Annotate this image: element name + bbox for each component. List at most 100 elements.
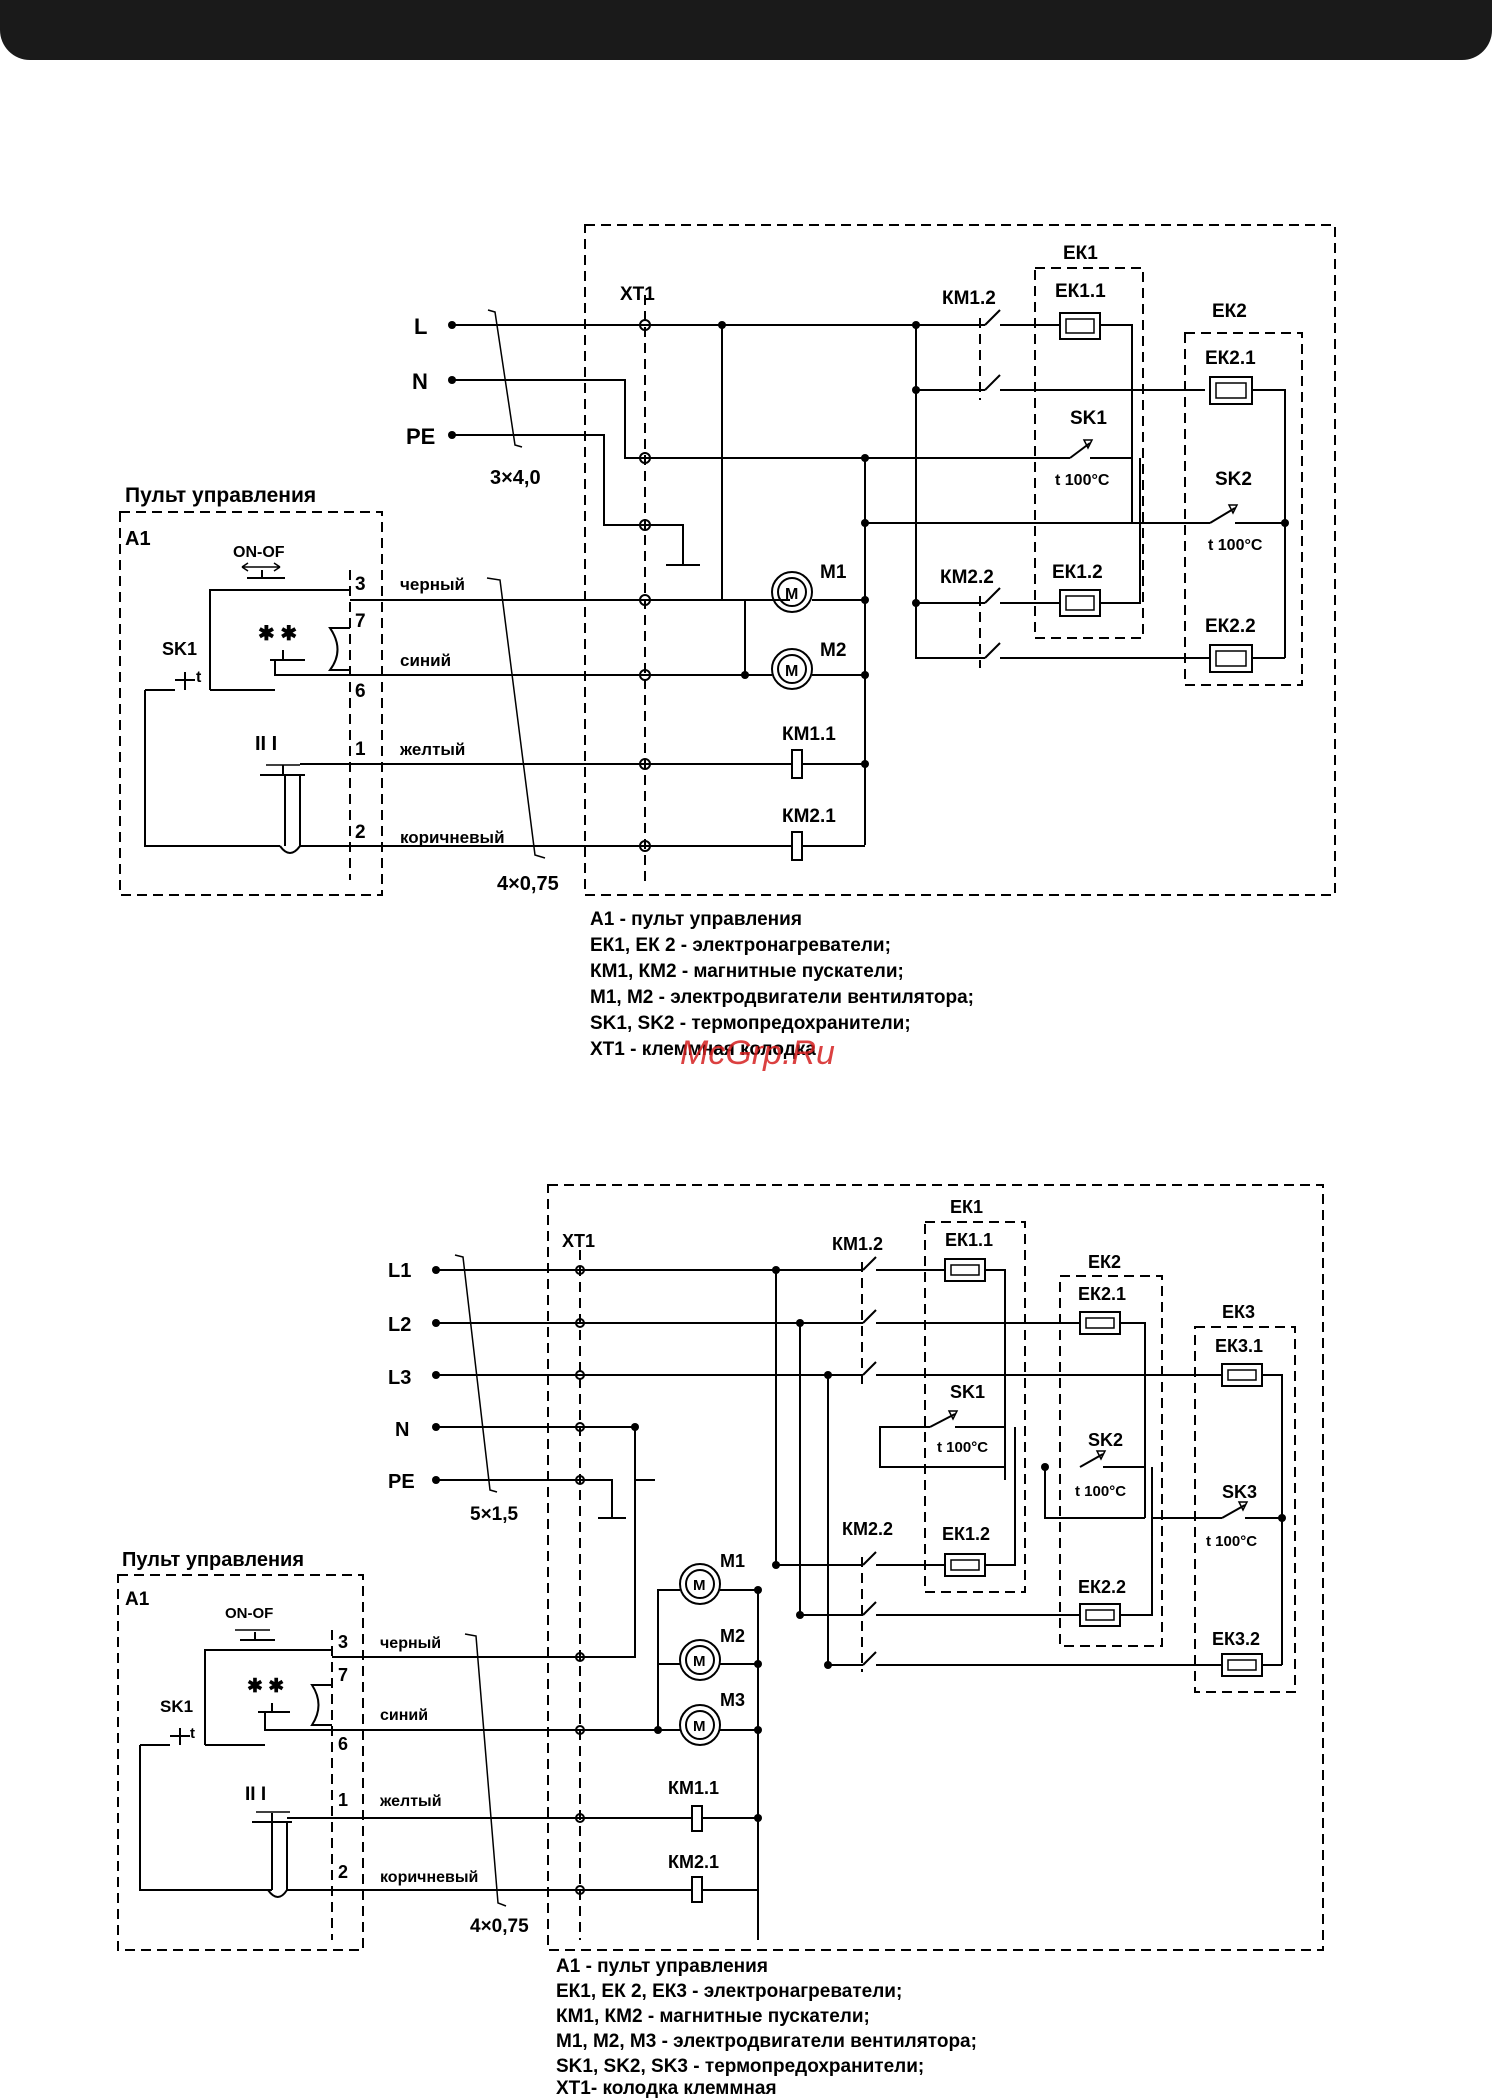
panel-thermostat-label-2: SK1 xyxy=(160,1697,193,1716)
sk2-temp-label-2: t 100°C xyxy=(1075,1483,1126,1500)
contact-km12-label-2: КМ1.2 xyxy=(832,1234,883,1254)
legend-line: ЕК1, ЕК 2 - электронагреватели; xyxy=(590,935,891,956)
panel-title: Пульт управления xyxy=(125,484,316,507)
heater-group-ek3-2 xyxy=(1194,1326,1296,1693)
speed-switch-label-2: II I xyxy=(245,1784,266,1805)
ek21-label: ЕК2.1 xyxy=(1205,348,1256,369)
legend-2: А1 - пульт управления ЕК1, ЕК 2, ЕК3 - э… xyxy=(556,1956,977,2098)
speed-switch-label: II I xyxy=(255,733,277,755)
legend-line: А1 - пульт управления xyxy=(590,909,802,930)
wire-blue-label-2: синий xyxy=(380,1707,428,1724)
control-panel-box-2 xyxy=(117,1574,364,1951)
panel-thermostat-label: SK1 xyxy=(162,639,197,659)
legend-line: КМ1, КМ2 - магнитные пускатели; xyxy=(556,2006,870,2027)
coil-km21-label: КМ2.1 xyxy=(782,806,836,827)
legend-line: М1, М2, М3 - электродвигатели вентилятор… xyxy=(556,2031,977,2052)
supply-PE-label-2: PE xyxy=(388,1471,415,1493)
motor-m2-label: М2 xyxy=(820,640,846,661)
pin-3: 3 xyxy=(355,574,366,595)
ek21-label-2: ЕК2.1 xyxy=(1078,1284,1126,1304)
panel-thermostat-sub: t xyxy=(196,669,202,686)
wire-brown-label-2: коричневый xyxy=(380,1869,478,1886)
legend-line: SK1, SK2 - термопредохранители; xyxy=(590,1013,911,1034)
onoff-switch-label: ON-OF xyxy=(233,544,285,561)
mode-switch-label-2: ✱ ✱ xyxy=(247,1676,284,1697)
ek22-label: ЕК2.2 xyxy=(1205,616,1256,637)
diagram-2: ХТ1 L1 L2 L3 N PE 5×1,5 КМ1.2 КМ2.2 ЕК1 … xyxy=(117,1184,1324,2098)
unit-enclosure-2 xyxy=(547,1184,1324,1951)
terminal-block-label-2: ХТ1 xyxy=(562,1231,595,1251)
wire-black-label-2: черный xyxy=(380,1635,441,1652)
terminal-block-label: ХТ1 xyxy=(620,284,655,305)
pin-1-2: 1 xyxy=(338,1790,348,1810)
pin-2-2: 2 xyxy=(338,1862,348,1882)
ek11-label: ЕК1.1 xyxy=(1055,281,1106,302)
supply-cable-label-2: 5×1,5 xyxy=(470,1504,519,1525)
motor-m1-glyph: M xyxy=(785,586,798,603)
pin-2: 2 xyxy=(355,822,366,843)
pin-6: 6 xyxy=(355,681,366,702)
legend-line: КМ1, КМ2 - магнитные пускатели; xyxy=(590,961,904,982)
legend-1: А1 - пульт управления ЕК1, ЕК 2 - электр… xyxy=(590,909,974,1060)
ek12-label: ЕК1.2 xyxy=(1052,562,1103,583)
motor-m2-glyph: M xyxy=(785,663,798,680)
supply-L2-label: L2 xyxy=(388,1314,411,1336)
motor-m1-label-2: М1 xyxy=(720,1551,745,1571)
legend-line: ХТ1- колодка клеммная xyxy=(556,2078,777,2098)
control-panel-box xyxy=(119,511,383,896)
motor-m3-label-2: М3 xyxy=(720,1690,745,1710)
sk1-label-2: SK1 xyxy=(950,1382,985,1402)
ek22-label-2: ЕК2.2 xyxy=(1078,1577,1126,1597)
control-cable-label-2: 4×0,75 xyxy=(470,1916,529,1937)
ek32-label-2: ЕК3.2 xyxy=(1212,1629,1260,1649)
sk1-label: SK1 xyxy=(1070,408,1107,429)
pin-7-2: 7 xyxy=(338,1665,348,1685)
wire-yellow-label-2: желтый xyxy=(379,1793,442,1810)
legend-line: ЕК1, ЕК 2, ЕК3 - электронагреватели; xyxy=(556,1981,902,2002)
heater-group-ek2-2 xyxy=(1059,1275,1163,1647)
supply-N-label-2: N xyxy=(395,1419,409,1441)
legend-line: А1 - пульт управления xyxy=(556,1956,768,1977)
legend-line: SK1, SK2, SK3 - термопредохранители; xyxy=(556,2056,924,2077)
panel-title-2: Пульт управления xyxy=(122,1549,304,1571)
sk2-temp-label: t 100°C xyxy=(1208,537,1263,554)
wire-black-label: черный xyxy=(400,575,465,594)
motor-m2-label-2: М2 xyxy=(720,1626,745,1646)
mode-switch-label: ✱ ✱ xyxy=(258,623,297,645)
motor-m3-glyph-2: M xyxy=(693,1718,706,1735)
pin-3-2: 3 xyxy=(338,1632,348,1652)
legend-line: ХТ1 - клеммная колодка xyxy=(590,1039,816,1060)
pin-1: 1 xyxy=(355,739,366,760)
onoff-switch-label-2: ON-OF xyxy=(225,1605,273,1622)
ek1-label: ЕК1 xyxy=(1063,243,1098,264)
panel-thermostat-sub-2: t xyxy=(190,1725,195,1742)
wire-blue-label: синий xyxy=(400,651,451,670)
supply-cable-label: 3×4,0 xyxy=(490,467,541,489)
wire-yellow-label: желтый xyxy=(399,740,465,759)
pin-7: 7 xyxy=(355,611,366,632)
legend-line: М1, М2 - электродвигатели вентилятора; xyxy=(590,987,974,1008)
sk2-label-2: SK2 xyxy=(1088,1430,1123,1450)
coil-km21-label-2: КМ2.1 xyxy=(668,1852,719,1872)
ek3-label-2: ЕК3 xyxy=(1222,1302,1255,1322)
ek2-label: ЕК2 xyxy=(1212,301,1247,322)
wire-brown-label: коричневый xyxy=(400,828,505,847)
ek1-label-2: ЕК1 xyxy=(950,1197,983,1217)
supply-PE-label: PE xyxy=(406,424,435,449)
unit-enclosure xyxy=(584,224,1336,896)
coil-km11-label-2: КМ1.1 xyxy=(668,1778,719,1798)
contact-km22-label-2: КМ2.2 xyxy=(842,1519,893,1539)
motor-m1-glyph-2: M xyxy=(693,1577,706,1594)
heater-group-ek2 xyxy=(1184,332,1303,686)
supply-N-label: N xyxy=(412,369,428,394)
supply-L-label: L xyxy=(414,314,427,339)
sk1-temp-label-2: t 100°C xyxy=(937,1439,988,1456)
contact-km22-label: КМ2.2 xyxy=(940,567,994,588)
supply-L3-label: L3 xyxy=(388,1367,411,1389)
heater-group-ek1-2 xyxy=(924,1221,1026,1593)
header-bar xyxy=(0,0,1492,60)
diagram-1: ХТ1 L N PE 3×4,0 КМ1.2 КМ2.2 ЕК1 ЕК1.1 S… xyxy=(119,224,1336,1072)
control-cable-label: 4×0,75 xyxy=(497,873,559,895)
motor-m1-label: М1 xyxy=(820,562,847,583)
